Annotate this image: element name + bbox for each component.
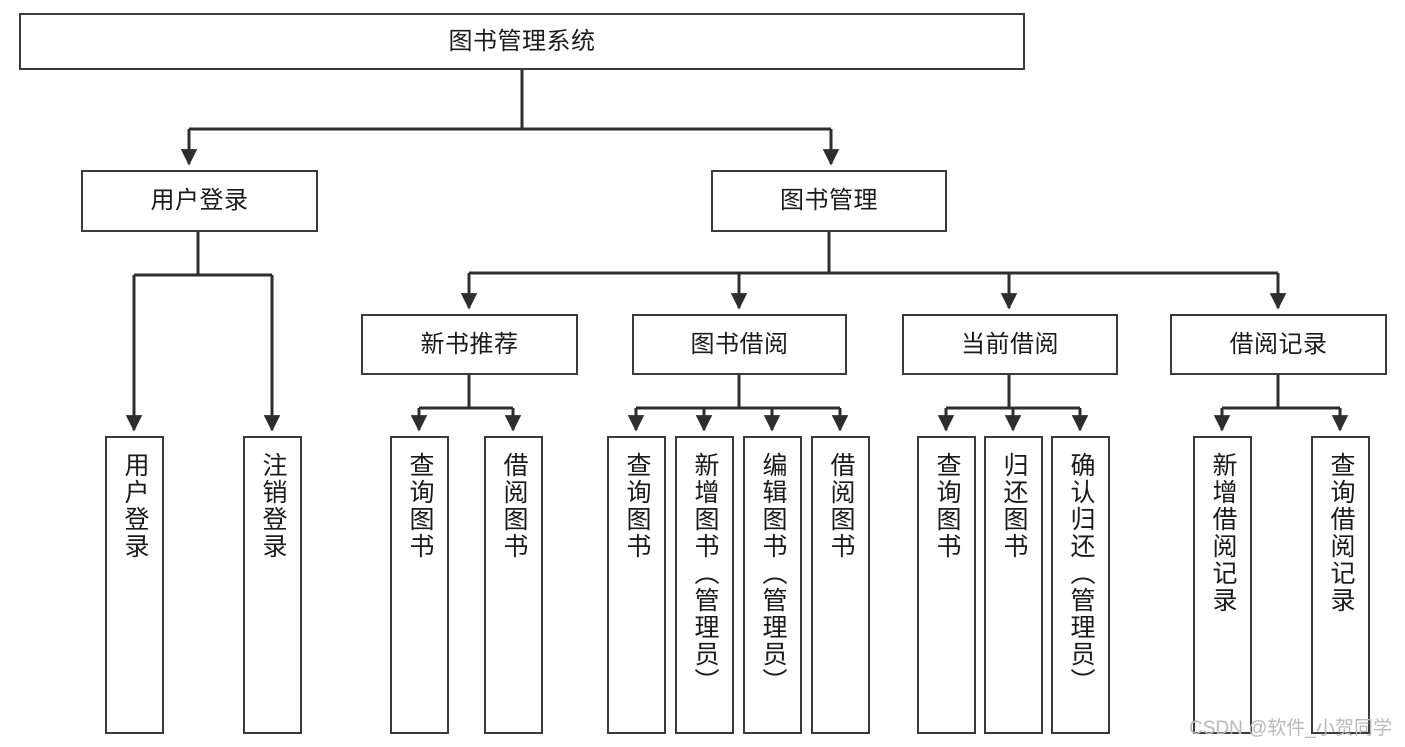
node-leaf-logout-login[interactable]: 注销登录 bbox=[243, 436, 302, 734]
node-leaf-query-book-current[interactable]: 查询图书 bbox=[917, 436, 976, 734]
node-leaf-query-book-borrow[interactable]: 查询图书 bbox=[607, 436, 666, 734]
node-leaf-edit-book-admin[interactable]: 编辑图书（管理员） bbox=[743, 436, 802, 734]
node-user-login[interactable]: 用户登录 bbox=[81, 170, 318, 232]
node-leaf-user-login[interactable]: 用户登录 bbox=[105, 436, 164, 734]
node-leaf-edit-book-admin-label: 编辑图书（管理员） bbox=[759, 452, 787, 695]
node-leaf-query-book-current-label: 查询图书 bbox=[933, 452, 961, 560]
node-borrow-record[interactable]: 借阅记录 bbox=[1170, 314, 1387, 375]
node-book-borrow[interactable]: 图书借阅 bbox=[632, 314, 847, 375]
node-current-borrow[interactable]: 当前借阅 bbox=[902, 314, 1118, 375]
node-leaf-add-book-admin-label: 新增图书（管理员） bbox=[691, 452, 719, 695]
node-leaf-user-login-label: 用户登录 bbox=[121, 452, 149, 560]
node-leaf-return-book[interactable]: 归还图书 bbox=[984, 436, 1043, 734]
node-leaf-borrow-book[interactable]: 借阅图书 bbox=[811, 436, 870, 734]
node-leaf-query-borrow-record-label: 查询借阅记录 bbox=[1327, 452, 1355, 614]
node-leaf-add-book-admin[interactable]: 新增图书（管理员） bbox=[675, 436, 734, 734]
node-borrow-record-label: 借阅记录 bbox=[1229, 330, 1328, 358]
node-leaf-borrow-book-label: 借阅图书 bbox=[827, 452, 855, 560]
node-current-borrow-label: 当前借阅 bbox=[961, 330, 1059, 358]
node-leaf-query-book-recommend[interactable]: 查询图书 bbox=[390, 436, 449, 734]
node-leaf-borrow-book-recommend-label: 借阅图书 bbox=[500, 452, 528, 560]
node-leaf-confirm-return-admin-label: 确认归还（管理员） bbox=[1067, 452, 1095, 695]
node-leaf-query-borrow-record[interactable]: 查询借阅记录 bbox=[1311, 436, 1370, 734]
node-leaf-query-book-recommend-label: 查询图书 bbox=[406, 452, 434, 560]
node-leaf-add-borrow-record[interactable]: 新增借阅记录 bbox=[1193, 436, 1252, 734]
node-leaf-add-borrow-record-label: 新增借阅记录 bbox=[1209, 452, 1237, 614]
node-root-label: 图书管理系统 bbox=[448, 27, 596, 55]
node-leaf-confirm-return-admin[interactable]: 确认归还（管理员） bbox=[1051, 436, 1110, 734]
node-root[interactable]: 图书管理系统 bbox=[19, 13, 1025, 70]
node-book-borrow-label: 图书借阅 bbox=[690, 330, 789, 358]
csdn-watermark: CSDN @软件_小贺同学 bbox=[1189, 718, 1392, 739]
node-new-book-recommend-label: 新书推荐 bbox=[420, 330, 519, 358]
node-leaf-borrow-book-recommend[interactable]: 借阅图书 bbox=[484, 436, 543, 734]
node-book-manage-label: 图书管理 bbox=[780, 187, 878, 215]
node-leaf-return-book-label: 归还图书 bbox=[1000, 452, 1028, 560]
node-book-manage[interactable]: 图书管理 bbox=[711, 170, 947, 232]
node-user-login-label: 用户登录 bbox=[150, 187, 249, 215]
node-new-book-recommend[interactable]: 新书推荐 bbox=[361, 314, 578, 375]
node-leaf-query-book-borrow-label: 查询图书 bbox=[623, 452, 651, 560]
node-leaf-logout-login-label: 注销登录 bbox=[259, 452, 287, 560]
